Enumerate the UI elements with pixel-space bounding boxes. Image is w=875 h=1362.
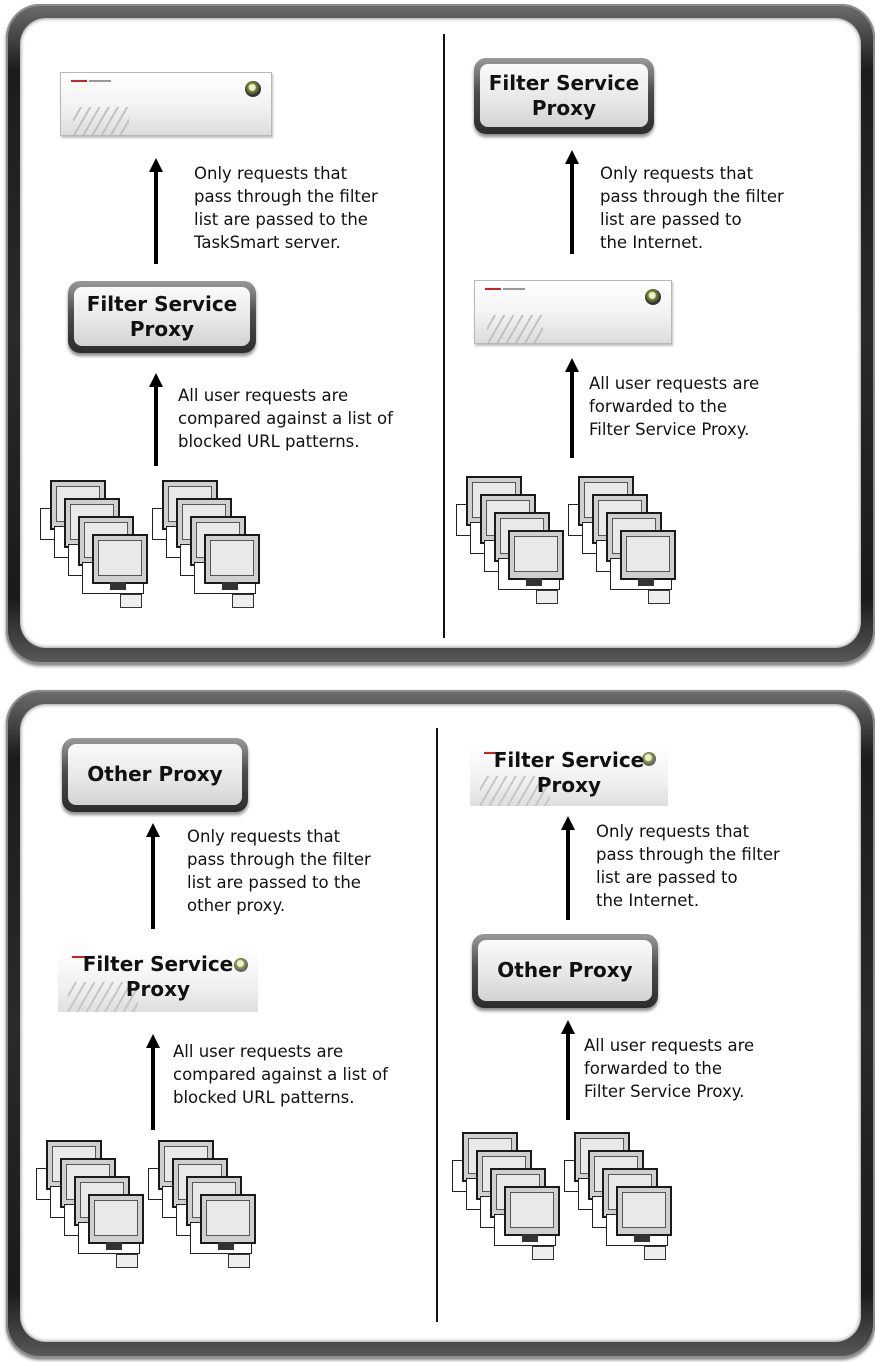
top-left-filter-proxy-box: Filter Service Proxy: [68, 281, 256, 353]
top-left-workstations: [40, 480, 300, 630]
top-left-lower-caption: All user requests are compared against a…: [178, 386, 393, 451]
proxy-badge-icon: [642, 752, 656, 766]
bottom-left-lower-caption: All user requests are compared against a…: [173, 1042, 388, 1107]
arrow-up-icon: [149, 373, 163, 466]
arrow-up-icon: [565, 358, 579, 458]
bottom-left-other-proxy-box: Other Proxy: [62, 738, 248, 812]
arrow-up-icon: [149, 158, 163, 264]
bottom-left-upper-caption: Only requests that pass through the filt…: [187, 827, 371, 915]
proxy-badge-icon: [234, 958, 248, 972]
bottom-right-filter-proxy-label: Filter Service Proxy: [493, 748, 645, 797]
top-right-upper-caption: Only requests that pass through the filt…: [600, 164, 784, 252]
top-right-filter-proxy-box: Filter Service Proxy: [474, 58, 654, 134]
taskmart-server-icon: [60, 72, 272, 136]
arrow-up-icon: [565, 150, 579, 254]
arrow-up-icon: [561, 816, 575, 920]
top-right-filter-proxy-label: Filter Service Proxy: [480, 64, 648, 127]
bottom-right-lower-caption: All user requests are forwarded to the F…: [584, 1036, 755, 1101]
arrow-up-icon: [146, 1034, 160, 1130]
arrow-up-icon: [561, 1020, 575, 1120]
arrow-up-icon: [146, 823, 160, 929]
bottom-left-workstations: [36, 1140, 296, 1290]
taskmart-server-icon: [474, 280, 672, 344]
bottom-left-filter-service-proxy: Filter Service Proxy: [58, 950, 258, 1012]
bottom-right-other-proxy-box: Other Proxy: [472, 934, 658, 1008]
bottom-panel-divider: [436, 728, 438, 1322]
top-panel-divider: [443, 34, 445, 638]
bottom-left-other-proxy-label: Other Proxy: [68, 744, 242, 805]
bottom-left-filter-proxy-label: Filter Service Proxy: [82, 952, 234, 1001]
top-right-workstations: [456, 476, 716, 626]
bottom-right-filter-service-proxy: Filter Service Proxy: [470, 746, 668, 806]
top-right-lower-caption: All user requests are forwarded to the F…: [589, 374, 760, 439]
bottom-right-other-proxy-label: Other Proxy: [478, 940, 652, 1001]
bottom-right-upper-caption: Only requests that pass through the filt…: [596, 822, 780, 910]
top-left-filter-proxy-label: Filter Service Proxy: [74, 287, 250, 346]
top-left-upper-caption: Only requests that pass through the filt…: [194, 164, 378, 252]
bottom-right-workstations: [452, 1132, 712, 1282]
